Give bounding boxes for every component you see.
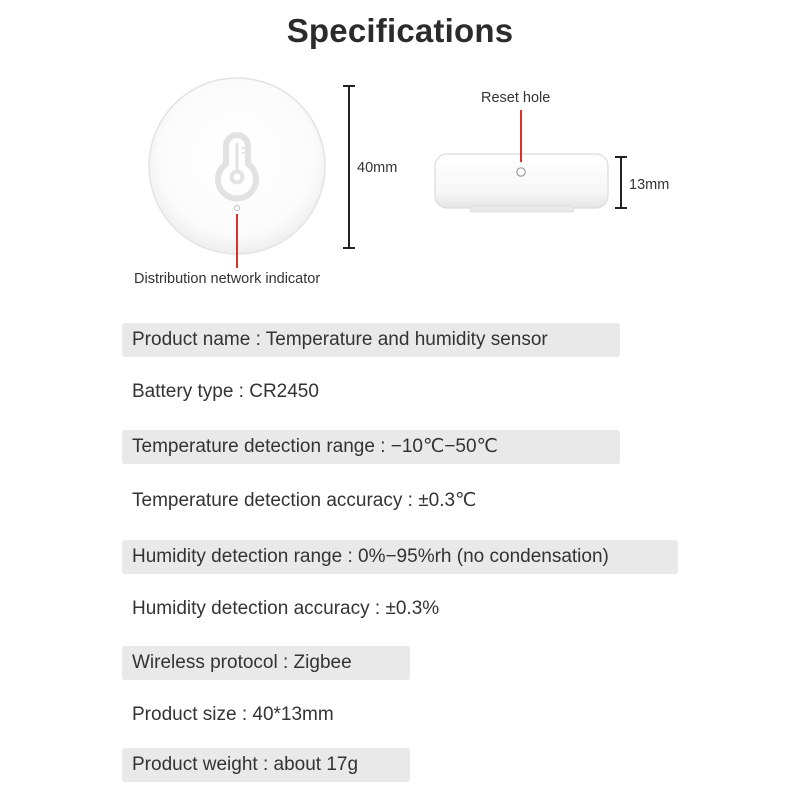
side-view bbox=[434, 110, 609, 213]
side-height-dimension bbox=[615, 156, 627, 209]
spec-product-name: Product name : Temperature and humidity … bbox=[122, 323, 620, 357]
front-height-dimension bbox=[343, 85, 355, 249]
page-title: Specifications bbox=[286, 12, 514, 49]
spec-temperature-range: Temperature detection range : −10℃−50℃ bbox=[122, 430, 620, 464]
product-diagram bbox=[148, 77, 627, 268]
sensor-side bbox=[434, 153, 609, 209]
front-view bbox=[148, 77, 326, 268]
spec-battery-type: Battery type : CR2450 bbox=[132, 381, 319, 402]
spec-wireless-protocol: Wireless protocol : Zigbee bbox=[122, 646, 410, 680]
thermometer-icon bbox=[215, 132, 259, 202]
reset-hole-label: Reset hole bbox=[481, 90, 551, 106]
side-height-label: 13mm bbox=[629, 177, 670, 193]
spec-humidity-range: Humidity detection range : 0%−95%rh (no … bbox=[122, 540, 678, 574]
spec-product-weight: Product weight : about 17g bbox=[122, 748, 410, 782]
spec-humidity-accuracy: Humidity detection accuracy : ±0.3% bbox=[132, 598, 440, 619]
spec-temperature-accuracy: Temperature detection accuracy : ±0.3℃ bbox=[132, 490, 477, 511]
sensor-base bbox=[469, 205, 575, 213]
spec-product-size: Product size : 40*13mm bbox=[132, 704, 334, 725]
front-height-label: 40mm bbox=[357, 160, 398, 176]
indicator-dot bbox=[234, 205, 240, 211]
reset-hole bbox=[516, 167, 526, 177]
indicator-label: Distribution network indicator bbox=[134, 271, 321, 287]
